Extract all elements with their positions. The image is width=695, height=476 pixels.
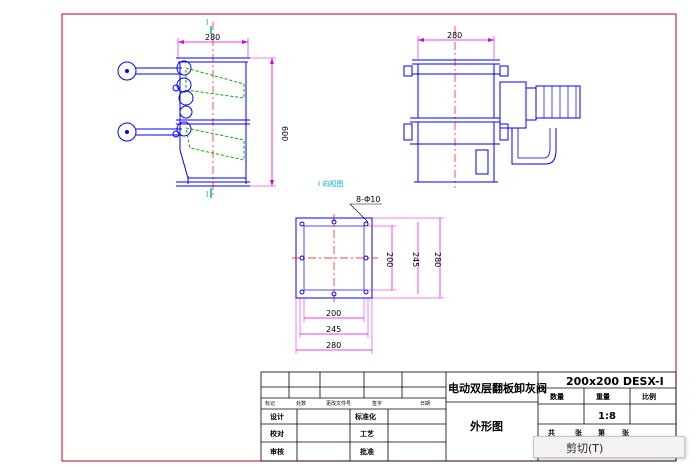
part-name: 外形图 <box>469 419 503 433</box>
section-view <box>292 203 444 354</box>
label-standard: 标准化 <box>354 412 376 421</box>
side-dim-width: 280 <box>447 31 462 40</box>
section-view-title: I 向视图 <box>318 179 343 188</box>
label-ratio: 比例 <box>642 392 656 401</box>
scale-value: 1:8 <box>598 411 616 422</box>
title-block <box>260 371 677 462</box>
row-label-1: 标记 <box>265 400 275 407</box>
row-label-3: 更改文件号 <box>326 400 351 407</box>
label-design: 设计 <box>270 412 284 421</box>
front-dim-height: 600 <box>280 126 289 141</box>
label-total: 共 <box>548 428 555 437</box>
front-view <box>117 22 276 198</box>
label-check: 校对 <box>270 429 284 438</box>
drawing-name: 电动双层翻板卸灰阀 <box>448 381 547 395</box>
section-dim-right-1: 200 <box>385 252 394 267</box>
drawing-model: 200x200 DESX-I <box>566 375 664 388</box>
label-sheets: 张 <box>575 428 583 437</box>
section-dim-right-3: 280 <box>433 252 442 267</box>
label-process: 工艺 <box>360 429 374 438</box>
label-review: 审核 <box>270 447 284 456</box>
context-menu-cut[interactable]: 剪切(T) <box>566 442 604 455</box>
section-dim-bottom-2: 245 <box>326 325 341 334</box>
label-sheet-no: 第 <box>598 428 605 437</box>
label-weight: 重量 <box>596 392 610 401</box>
section-dim-right-2: 245 <box>411 252 420 267</box>
label-quantity: 数量 <box>550 392 564 401</box>
context-menu: 剪切(T) <box>533 436 685 458</box>
section-mark-bottom: I <box>206 190 208 199</box>
row-label-2: 处数 <box>296 400 306 407</box>
front-dim-width: 280 <box>205 33 220 42</box>
row-label-5: 日期 <box>420 401 430 407</box>
hole-callout: 8-Φ10 <box>356 195 380 204</box>
side-view <box>403 26 581 188</box>
section-dim-bottom-3: 280 <box>326 341 341 350</box>
section-mark-top: I <box>206 18 208 27</box>
label-sheet: 张 <box>622 428 630 437</box>
row-label-4: 签字 <box>372 400 382 407</box>
label-approve: 批准 <box>360 447 374 456</box>
section-dim-bottom-1: 200 <box>326 309 341 318</box>
